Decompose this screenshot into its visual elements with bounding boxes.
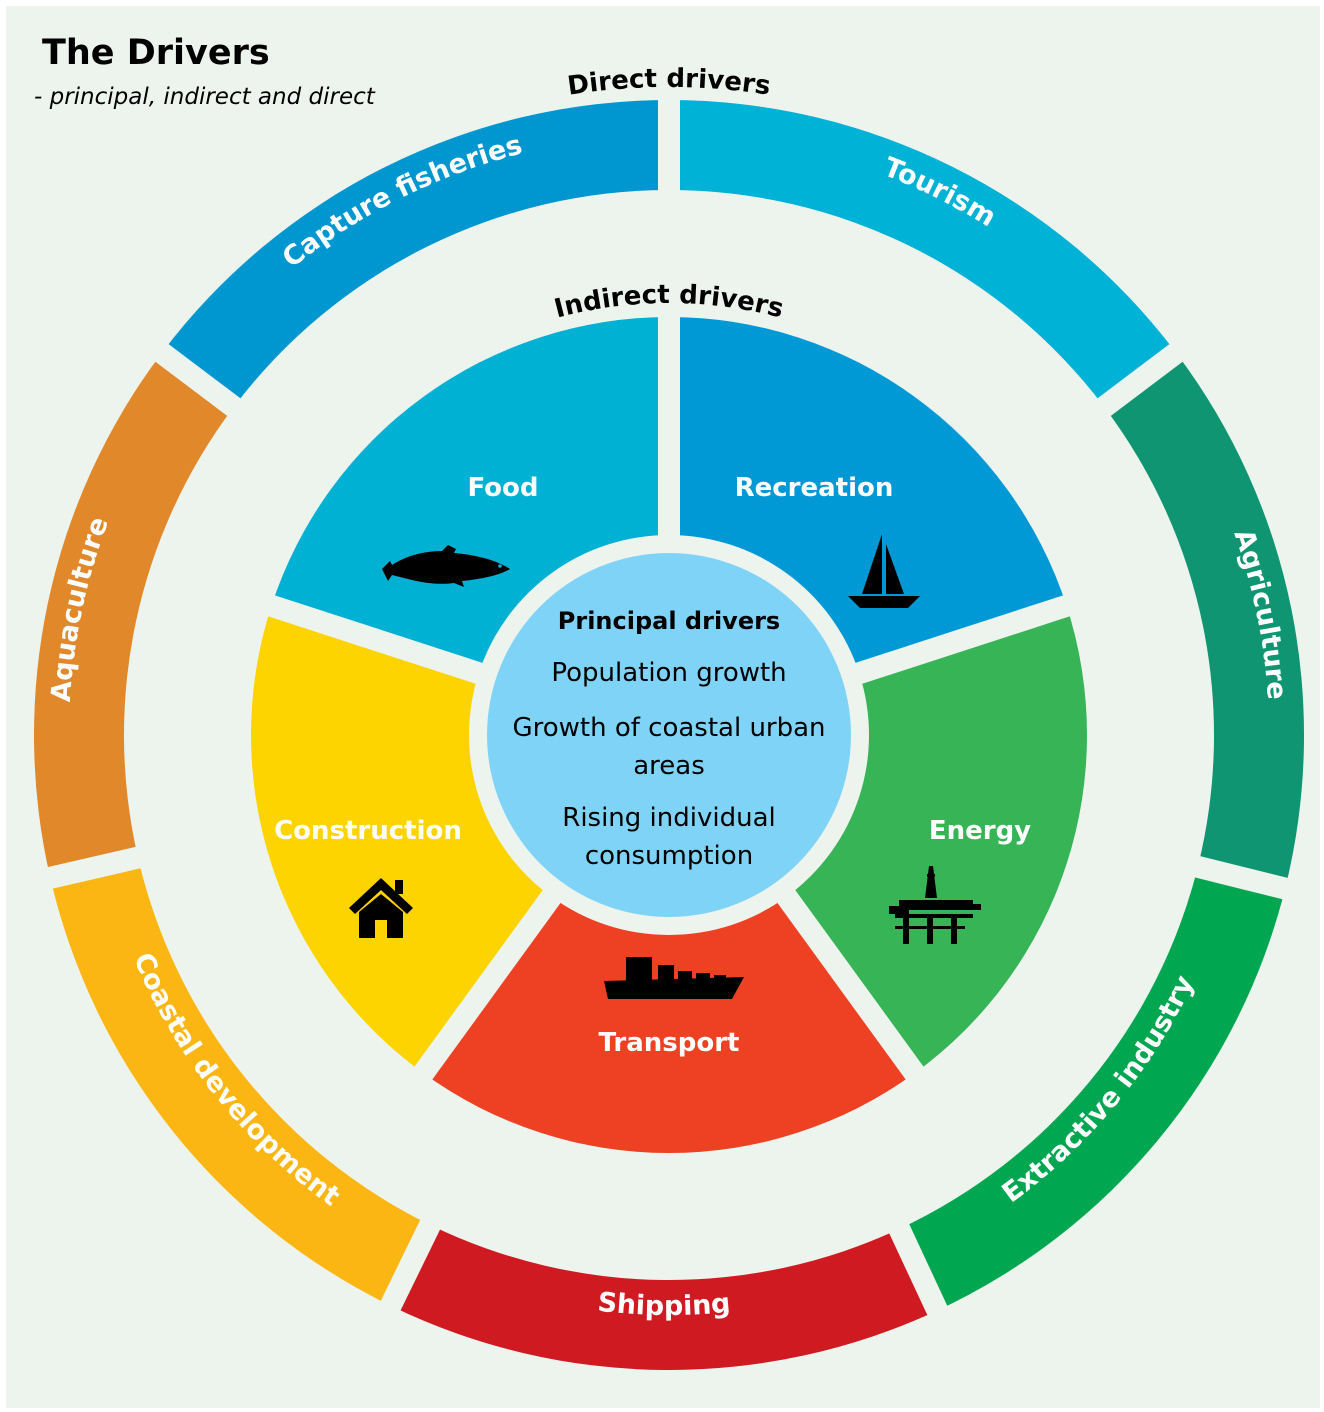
page-title: The Drivers: [42, 33, 270, 73]
segment-shipping: [390, 1224, 938, 1370]
segment-gap: [852, 594, 1074, 685]
segment-gap: [775, 887, 926, 1083]
label-energy: Energy: [929, 816, 1031, 846]
segment-tourism: [669, 100, 1177, 408]
segment-transport: [423, 896, 915, 1153]
segment-gap: [1094, 341, 1186, 419]
segment-extractive-industry: [899, 866, 1286, 1311]
principal-drivers-circle: [487, 553, 851, 917]
label-construction: Construction: [274, 816, 462, 846]
direct-drivers-ring: [33, 100, 1304, 1370]
label-transport: Transport: [599, 1028, 740, 1058]
sailboat-icon: [848, 534, 920, 608]
segment-energy: [786, 605, 1088, 1074]
page-subtitle: - principal, indirect and direct: [34, 84, 376, 110]
segment-construction: [250, 605, 552, 1074]
segment-gap: [152, 341, 244, 419]
principal-item-2: Growth of coastal urban: [512, 713, 825, 743]
segment-agriculture: [1104, 352, 1304, 889]
segment-gap: [1191, 855, 1292, 901]
principal-item-3: Rising individual: [562, 803, 775, 833]
segment-gap: [43, 845, 145, 890]
segment-gap: [412, 887, 563, 1083]
segment-capture-fisheries: [161, 100, 669, 408]
principal-item-1: Population growth: [551, 658, 786, 688]
label-food: Food: [467, 473, 538, 503]
oil-platform-icon: [889, 866, 981, 944]
principal-item-3-cont: consumption: [585, 841, 753, 871]
segment-gaps: [43, 96, 1292, 1319]
cargo-ship-icon: [604, 957, 744, 999]
segment-recreation: [669, 317, 1067, 674]
label-recreation: Recreation: [735, 473, 894, 503]
segment-gap: [378, 1216, 442, 1315]
principal-item-2-cont: areas: [633, 751, 705, 781]
indirect-drivers-ring: [250, 317, 1088, 1153]
segment-food: [271, 317, 669, 674]
label-shipping: Shipping: [596, 1287, 732, 1322]
fish-icon: [382, 545, 510, 587]
segment-gap: [887, 1220, 950, 1319]
principal-drivers-heading: Principal drivers: [558, 607, 780, 635]
segment-coastal-development: [50, 857, 431, 1306]
segment-aquaculture: [33, 352, 234, 878]
segment-gap: [264, 594, 486, 685]
